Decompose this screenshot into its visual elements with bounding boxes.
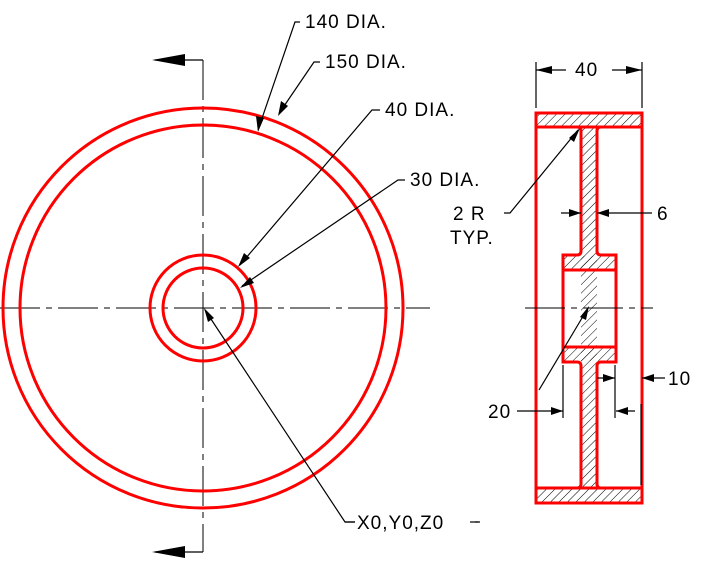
dim-width-40: 40 (575, 60, 598, 81)
dim-rim-10: 10 (668, 369, 691, 390)
leader-150 (279, 61, 320, 113)
front-view: 140 DIA. 150 DIA. 40 DIA. 30 DIA. X0,Y0,… (0, 12, 480, 558)
label-140-dia: 140 DIA. (305, 12, 387, 33)
label-origin: X0,Y0,Z0 (357, 513, 444, 534)
leader-30 (241, 179, 405, 287)
dim-radius-note: TYP. (450, 228, 494, 249)
section-arrow-top (152, 54, 203, 66)
dim-hub-20: 20 (488, 402, 511, 423)
dim-radius: 2 R (453, 204, 486, 225)
dim-web-6: 6 (657, 204, 669, 225)
hub-outer-circle (148, 253, 258, 363)
label-30-dia: 30 DIA. (410, 170, 480, 191)
section-arrow-bottom (152, 546, 203, 558)
leader-140 (257, 21, 300, 131)
label-150-dia: 150 DIA. (325, 52, 407, 73)
section-view: 40 2 R TYP. 6 10 20 (450, 60, 691, 505)
outer-rim-circle (1, 106, 405, 510)
leader-40 (239, 109, 380, 266)
label-40-dia: 40 DIA. (385, 100, 455, 121)
inner-rim-circle (18, 123, 388, 493)
bore-circle (161, 266, 245, 350)
